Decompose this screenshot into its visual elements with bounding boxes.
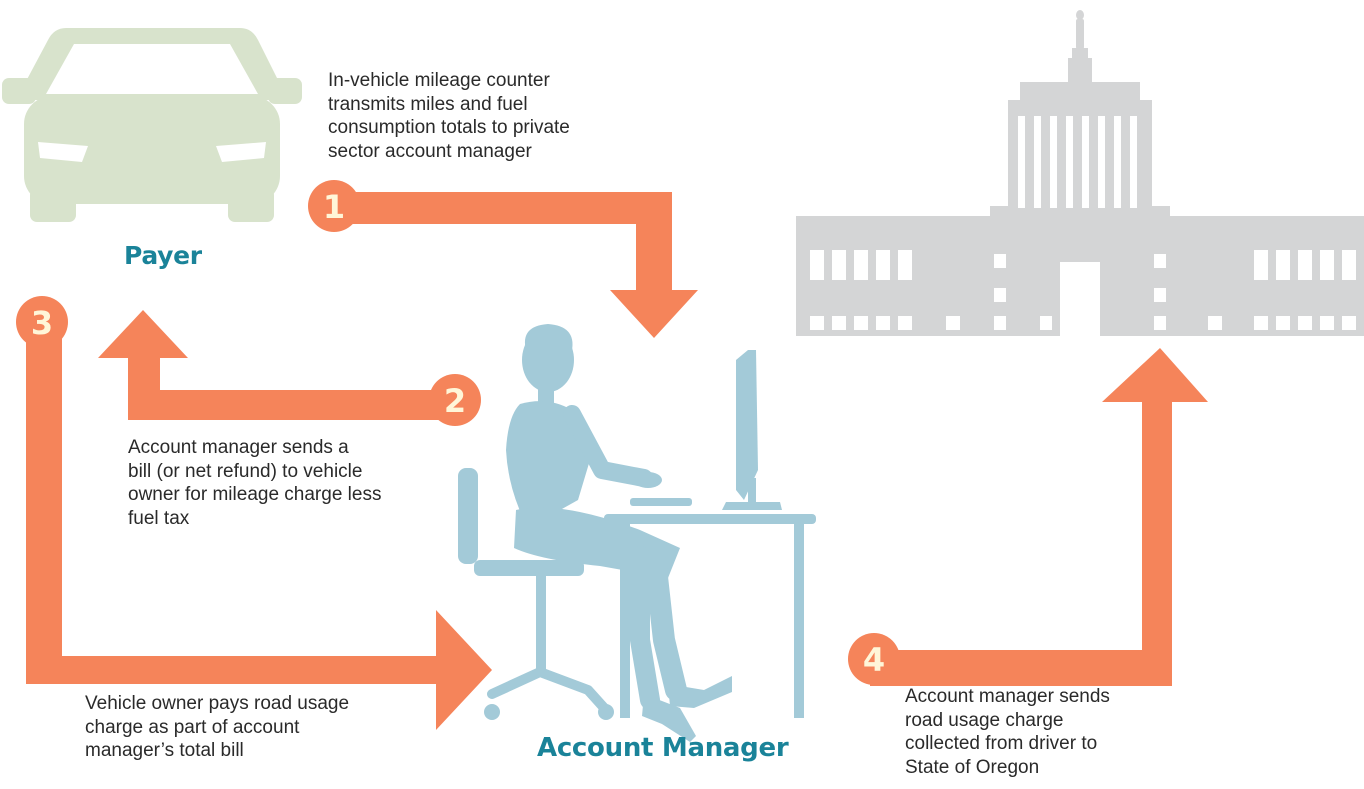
step-4-badge: 4	[848, 633, 900, 685]
account-manager-label: Account Manager	[537, 733, 789, 763]
step-2-badge: 2	[429, 374, 481, 426]
step-1-number: 1	[323, 188, 345, 226]
step-1-badge: 1	[308, 180, 360, 232]
step-3-caption: Vehicle owner pays road usage charge as …	[85, 693, 350, 761]
step-4-number: 4	[863, 641, 885, 679]
car-icon	[2, 28, 302, 222]
step-2-arrow	[98, 310, 462, 420]
step-4-caption: Account manager sends road usage charge …	[905, 686, 1110, 778]
payer-label: Payer	[124, 241, 202, 270]
step-4-arrow	[870, 348, 1208, 686]
person-at-computer-icon	[458, 324, 816, 742]
building-windows	[810, 116, 1356, 336]
step-2-caption: Account manager sends a bill (or net ref…	[128, 437, 382, 529]
step-1-caption: In-vehicle mileage counter transmits mil…	[328, 70, 570, 162]
step-2-number: 2	[444, 382, 466, 420]
step-3-number: 3	[31, 304, 53, 342]
step-3-arrow	[26, 318, 492, 730]
step-3-badge: 3	[16, 296, 68, 348]
step-1-arrow	[332, 192, 698, 338]
